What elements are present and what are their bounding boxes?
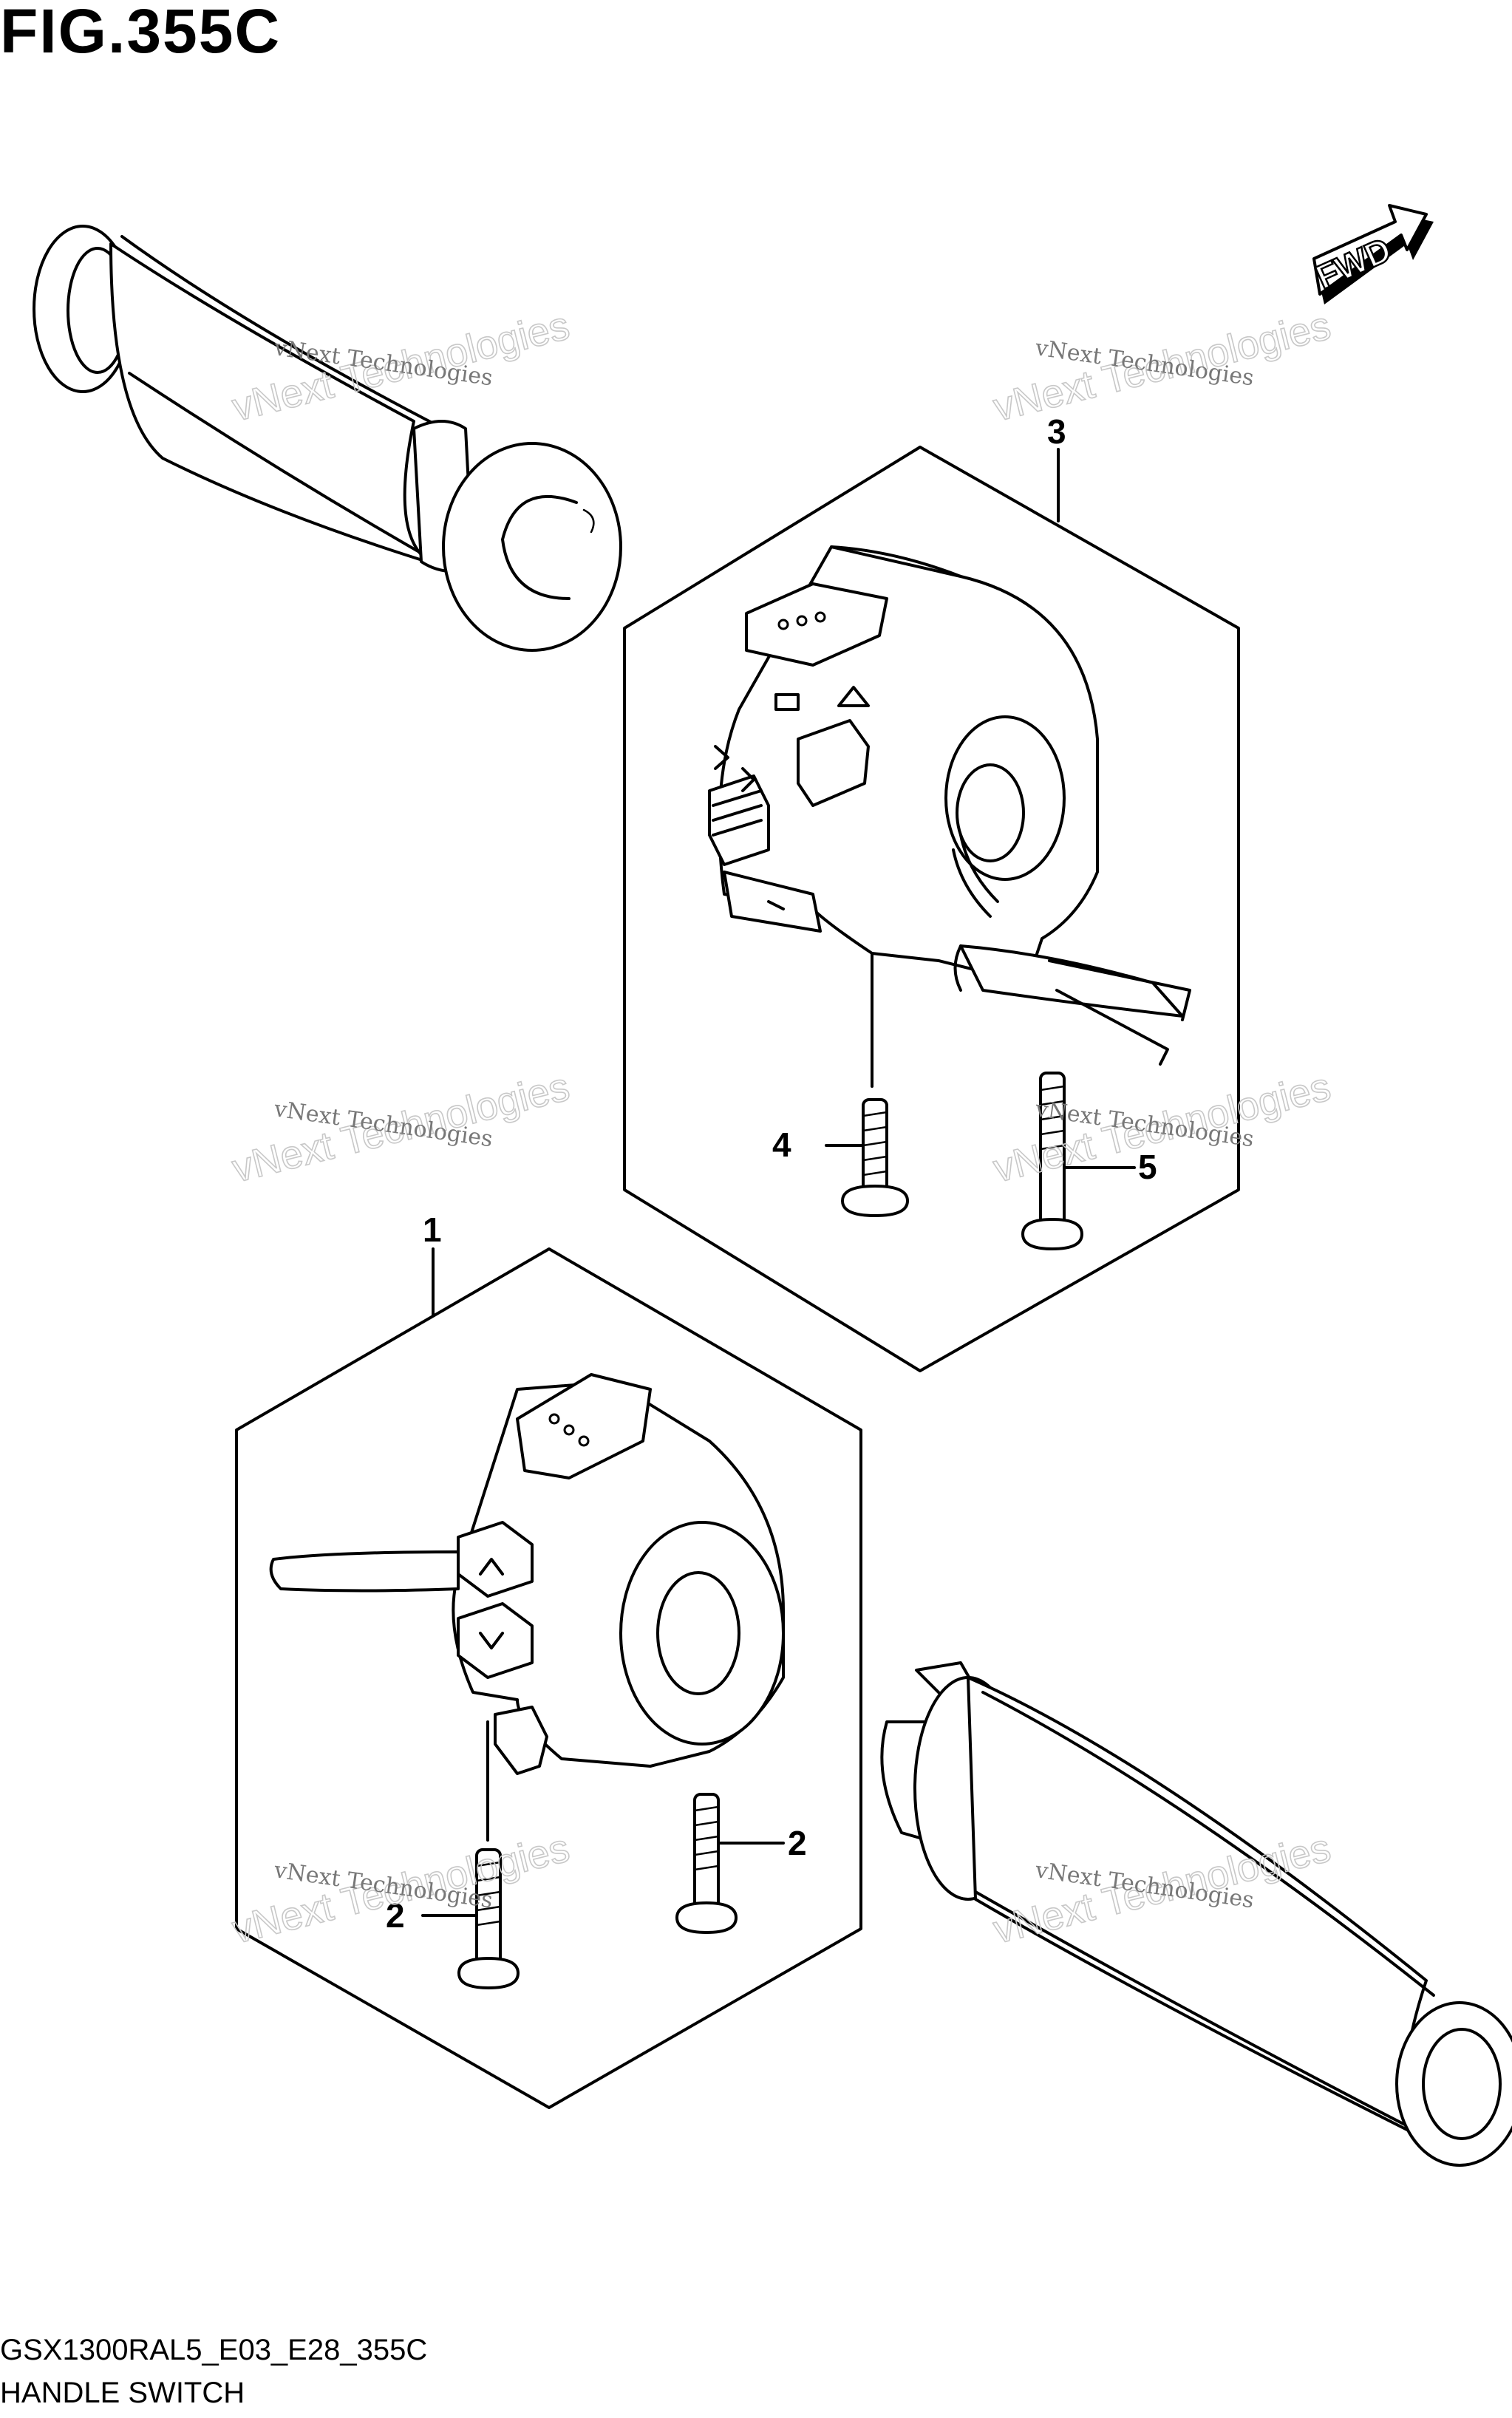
right-throttle-grip-icon bbox=[880, 1661, 1512, 2167]
callout-5: 5 bbox=[1138, 1148, 1157, 1186]
right-handlebar-switch-icon bbox=[708, 545, 1191, 1088]
left-grip-icon bbox=[33, 225, 622, 652]
callout-3: 3 bbox=[1047, 412, 1066, 451]
switch-screw-icon bbox=[675, 1793, 738, 1934]
switch-screw-icon bbox=[457, 1848, 520, 1989]
left-handlebar-switch-icon bbox=[269, 1373, 785, 1842]
figure-title: FIG.355C bbox=[0, 0, 282, 66]
callout-2-left: 2 bbox=[386, 1896, 405, 1935]
model-code: GSX1300RAL5_E03_E28_355C bbox=[0, 2334, 428, 2366]
assembly-3-outline bbox=[623, 446, 1240, 1372]
part-group-name: HANDLE SWITCH bbox=[0, 2377, 245, 2409]
callout-1: 1 bbox=[423, 1210, 442, 1249]
switch-screw-icon bbox=[841, 1098, 909, 1217]
assembly-1-outline bbox=[235, 1247, 862, 2109]
callout-4: 4 bbox=[772, 1125, 791, 1164]
callout-2-right: 2 bbox=[788, 1824, 807, 1862]
switch-screw-icon bbox=[1021, 1072, 1083, 1250]
fwd-arrow-icon: FWD bbox=[1310, 204, 1434, 304]
